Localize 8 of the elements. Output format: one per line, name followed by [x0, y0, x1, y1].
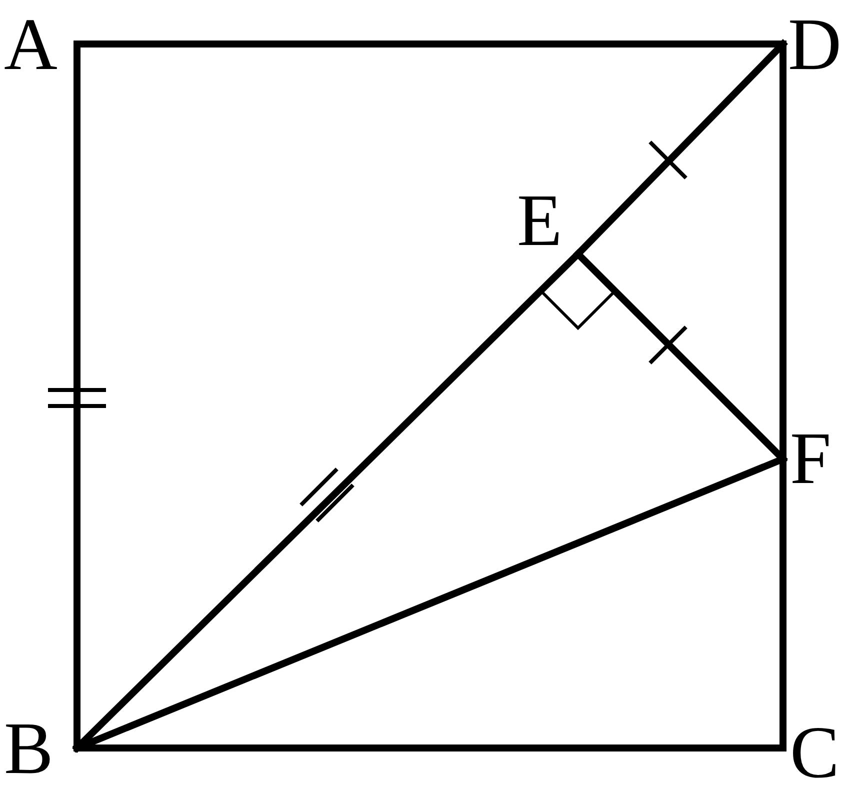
- point-label: F: [790, 422, 832, 496]
- point-label: E: [517, 184, 562, 258]
- point-label: B: [4, 712, 54, 786]
- point-label: D: [788, 8, 842, 82]
- point-label: C: [790, 716, 840, 790]
- point-label: A: [4, 8, 58, 82]
- line-segment: [74, 456, 786, 752]
- line-segment: [574, 250, 786, 462]
